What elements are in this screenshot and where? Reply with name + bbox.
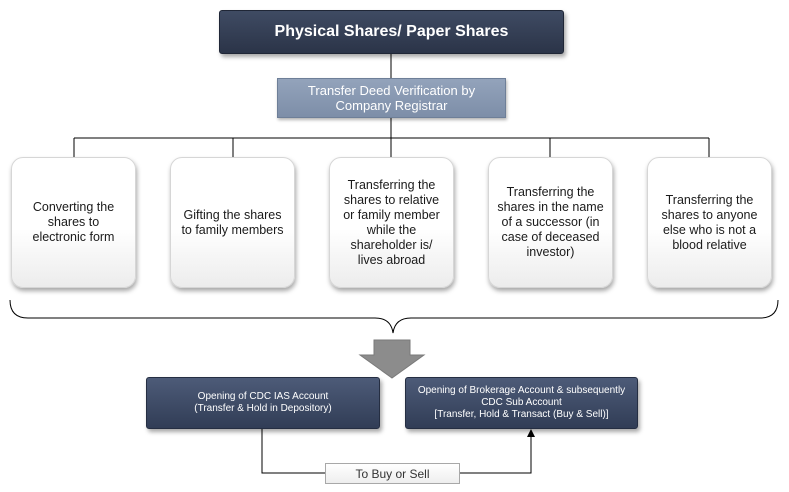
option-text: Converting the shares to electronic form (32, 200, 115, 244)
option-card-electronic: Converting the shares to electronic form (11, 157, 136, 288)
brokerage-title: Opening of Brokerage Account & subsequen… (417, 385, 626, 396)
option-text: Transferring the shares in the name of a… (497, 185, 604, 259)
option-card-gifting: Gifting the shares to family members (170, 157, 295, 288)
cdc-ias-account-box: Opening of CDC IAS Account (Transfer & H… (146, 377, 380, 429)
buy-sell-text: To Buy or Sell (355, 466, 430, 481)
option-text: Gifting the shares to family members (181, 207, 284, 237)
cdc-ias-title: Opening of CDC IAS Account (197, 391, 329, 402)
cdc-ias-subtitle: (Transfer & Hold in Depository) (194, 403, 332, 414)
title-text: Physical Shares/ Paper Shares (274, 23, 509, 40)
option-card-abroad: Transferring the shares to relative or f… (329, 157, 454, 288)
title-box: Physical Shares/ Paper Shares (219, 10, 564, 54)
buy-sell-label: To Buy or Sell (325, 463, 460, 484)
brokerage-account-box: Opening of Brokerage Account & subsequen… (405, 377, 638, 429)
option-card-non-relative: Transferring the shares to anyone else w… (647, 157, 772, 288)
verification-box: Transfer Deed Verification by Company Re… (277, 78, 506, 118)
down-arrow-icon (358, 339, 426, 379)
option-text: Transferring the shares to anyone else w… (661, 192, 758, 252)
option-text: Transferring the shares to relative or f… (343, 177, 440, 267)
option-card-successor: Transferring the shares in the name of a… (488, 157, 613, 288)
curly-brace (9, 299, 779, 334)
brokerage-detail: [Transfer, Hold & Transact (Buy & Sell)] (434, 409, 609, 420)
brokerage-subtitle: CDC Sub Account (481, 397, 562, 408)
verification-text: Transfer Deed Verification by Company Re… (307, 83, 476, 113)
